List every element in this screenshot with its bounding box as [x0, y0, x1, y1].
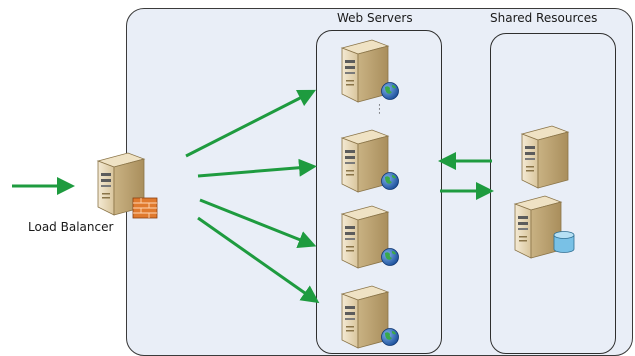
arrow-to-web-server-4: [197, 216, 320, 304]
firewall-icon: [132, 197, 158, 219]
load-balancer-label: Load Balancer: [28, 220, 114, 234]
shared-server-icon: [521, 125, 569, 189]
shared-resources-label: Shared Resources: [490, 11, 598, 25]
arrow-to-web-server-3: [199, 198, 317, 249]
globe-icon: [381, 82, 399, 100]
arrow-to-web-server-2: [197, 158, 317, 178]
web-server-3: [341, 205, 389, 269]
web-server-2: [341, 129, 389, 193]
globe-icon: [381, 248, 399, 266]
more-servers-dots: ···: [378, 101, 381, 119]
web-server-1: [341, 39, 389, 103]
web-server-4: [341, 285, 389, 349]
database-icon: [553, 231, 575, 253]
globe-icon: [381, 172, 399, 190]
globe-icon: [381, 328, 399, 346]
shared-resources-group: [490, 33, 616, 354]
web-servers-label: Web Servers: [337, 11, 413, 25]
arrow-to-web-server-1: [185, 89, 317, 158]
